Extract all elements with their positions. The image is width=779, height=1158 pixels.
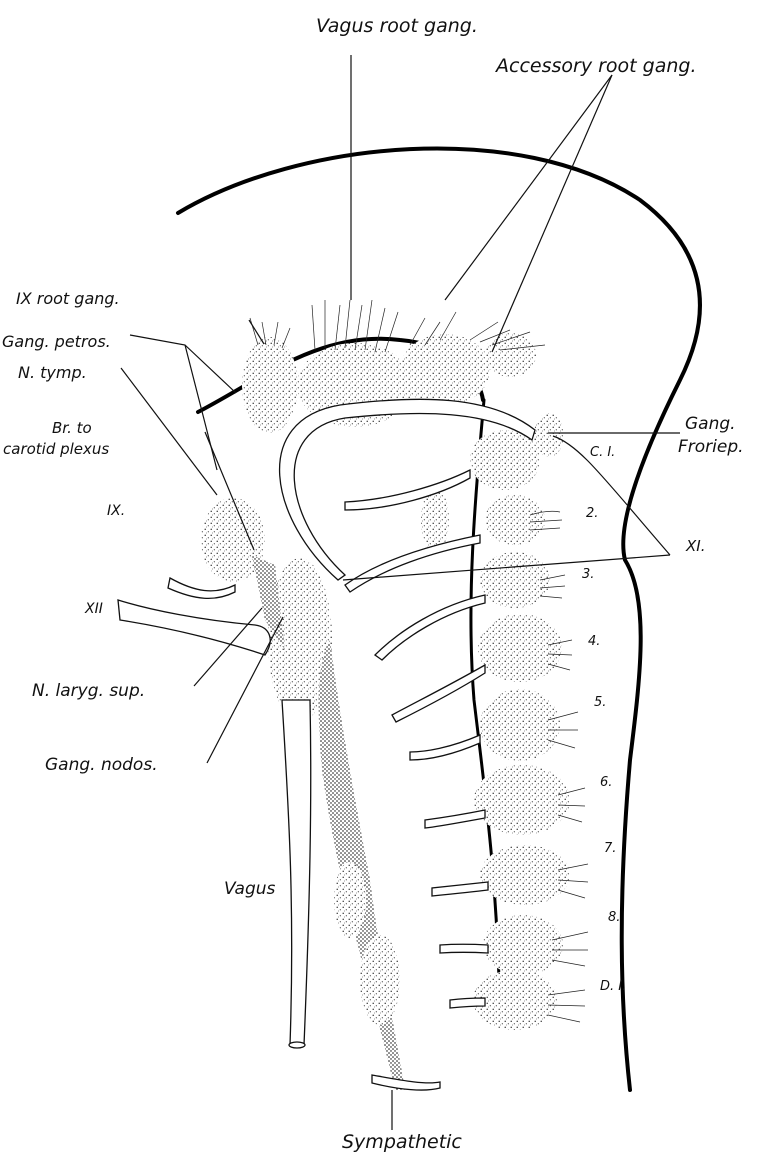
label-sympathetic: Sympathetic <box>342 1131 462 1153</box>
label-froriep: Froriep. <box>678 437 744 457</box>
label-gang: Gang. <box>685 414 736 434</box>
segment-label: 8. <box>608 910 620 925</box>
segment-label: 5. <box>594 695 606 710</box>
segment-label: C. I. <box>590 445 615 460</box>
label-ix-root-gang: IX root gang. <box>16 289 120 308</box>
label-gang-nodos: Gang. nodos. <box>45 755 158 775</box>
label-gang-petros: Gang. petros. <box>2 332 111 351</box>
label-ix: IX. <box>107 503 125 519</box>
segment-label: 3. <box>582 567 594 582</box>
label-n-laryg-sup: N. laryg. sup. <box>32 681 145 701</box>
segment-label: 2. <box>586 506 598 521</box>
segment-label: D. I. <box>600 979 626 994</box>
label-vagus: Vagus <box>224 879 276 899</box>
label-vagus-root-gang: Vagus root gang. <box>316 15 478 37</box>
label-br-to: Br. to <box>52 419 92 437</box>
segment-labels: C. I. 2. 3. 4. 5. 6. 7. 8. D. I. <box>582 445 626 994</box>
segment-label: 7. <box>604 841 616 856</box>
label-accessory-root-gang: Accessory root gang. <box>494 55 697 77</box>
segment-label: 6. <box>600 775 612 790</box>
label-carotid-plexus: carotid plexus <box>3 440 109 458</box>
label-n-tymp: N. tymp. <box>18 363 87 382</box>
label-xi: XI. <box>685 537 705 555</box>
label-xii: XII <box>84 601 103 617</box>
segment-label: 4. <box>588 634 600 649</box>
ganglia <box>201 333 570 1090</box>
